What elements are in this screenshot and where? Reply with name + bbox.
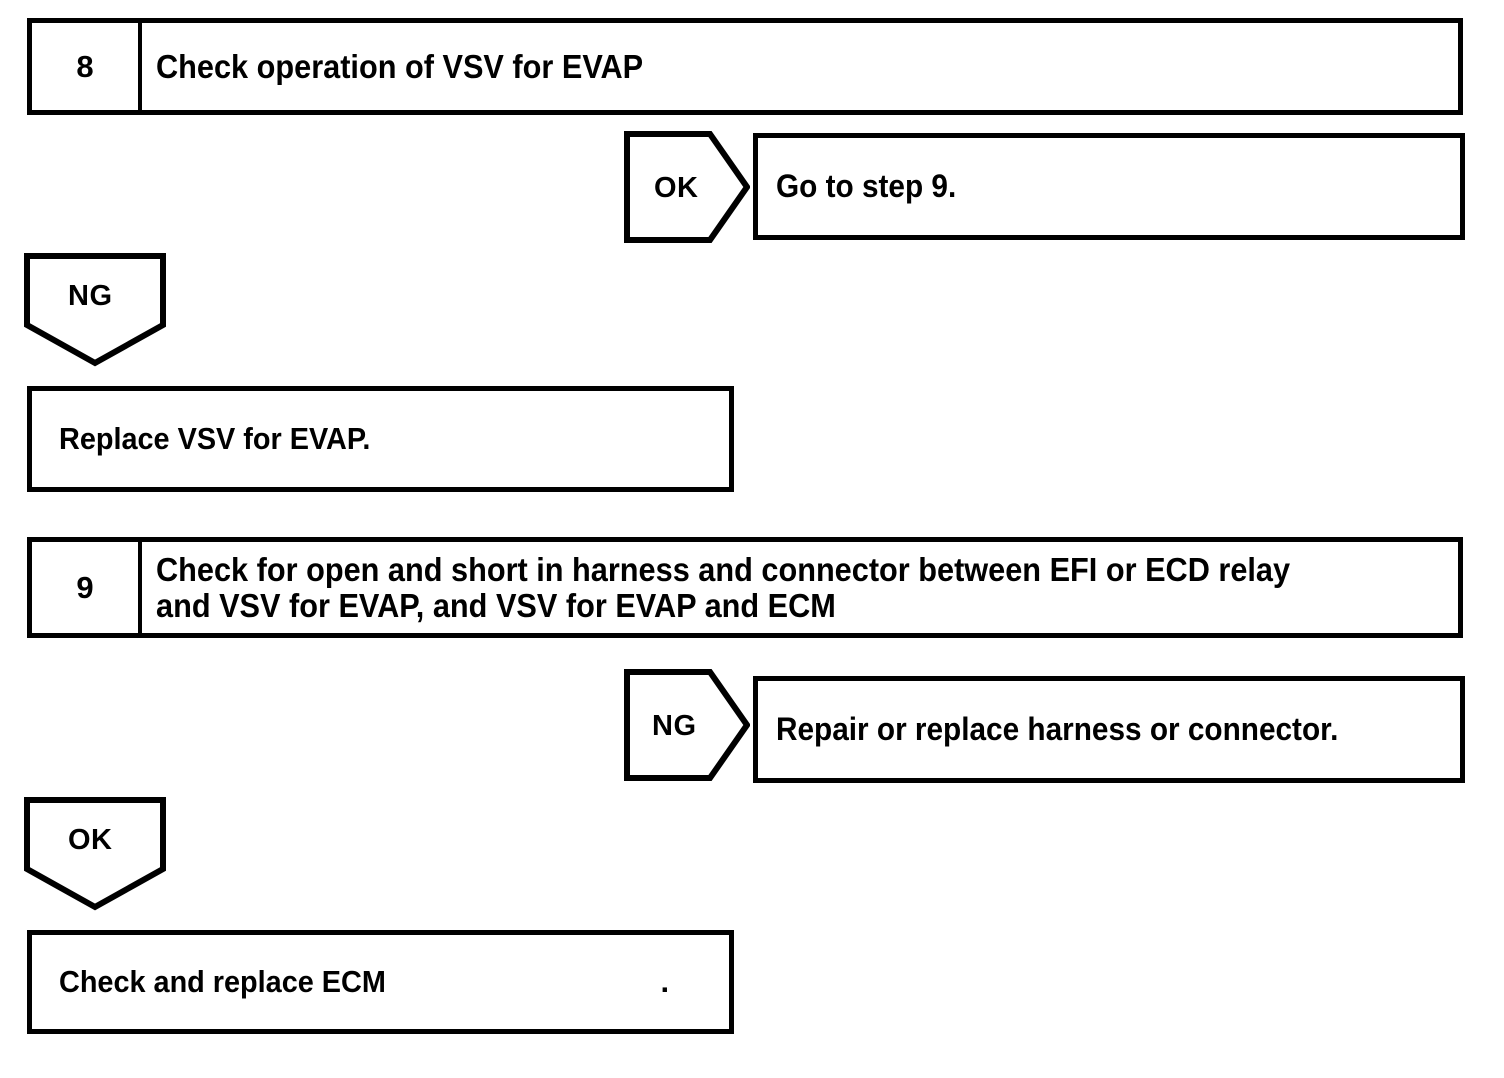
step-9-ng-result-text: Repair or replace harness or connector. xyxy=(776,711,1339,747)
step-9-box: 9 Check for open and short in harness an… xyxy=(27,537,1463,638)
step-8-ok-chevron: OK xyxy=(624,131,750,243)
step-8-number-cell: 8 xyxy=(32,23,142,110)
step-9-ok-chevron: OK xyxy=(24,797,169,914)
step-8-number: 8 xyxy=(76,48,94,84)
step-8-title: Check operation of VSV for EVAP xyxy=(156,47,644,85)
check-replace-ecm-box: Check and replace ECM . xyxy=(27,930,734,1034)
step-9-title: Check for open and short in harness and … xyxy=(156,550,1291,624)
check-replace-ecm-trailing-dot: . xyxy=(660,964,670,999)
step-8-box: 8 Check operation of VSV for EVAP xyxy=(27,18,1463,115)
check-replace-ecm-text: Check and replace ECM xyxy=(59,964,386,999)
step-9-ng-result-box: Repair or replace harness or connector. xyxy=(753,676,1465,783)
step-8-ok-result-box: Go to step 9. xyxy=(753,133,1465,240)
step-8-title-cell: Check operation of VSV for EVAP xyxy=(142,23,1458,110)
step-9-ng-chevron: NG xyxy=(624,669,750,781)
step-9-title-cell: Check for open and short in harness and … xyxy=(142,542,1458,633)
replace-vsv-box: Replace VSV for EVAP. xyxy=(27,386,734,492)
step-9-number: 9 xyxy=(76,569,94,605)
step-8-ng-chevron: NG xyxy=(24,253,169,370)
step-8-ok-result-text: Go to step 9. xyxy=(776,168,957,204)
check-replace-ecm-row: Check and replace ECM . xyxy=(59,964,729,1000)
step-9-number-cell: 9 xyxy=(32,542,142,633)
replace-vsv-text: Replace VSV for EVAP. xyxy=(59,421,371,456)
